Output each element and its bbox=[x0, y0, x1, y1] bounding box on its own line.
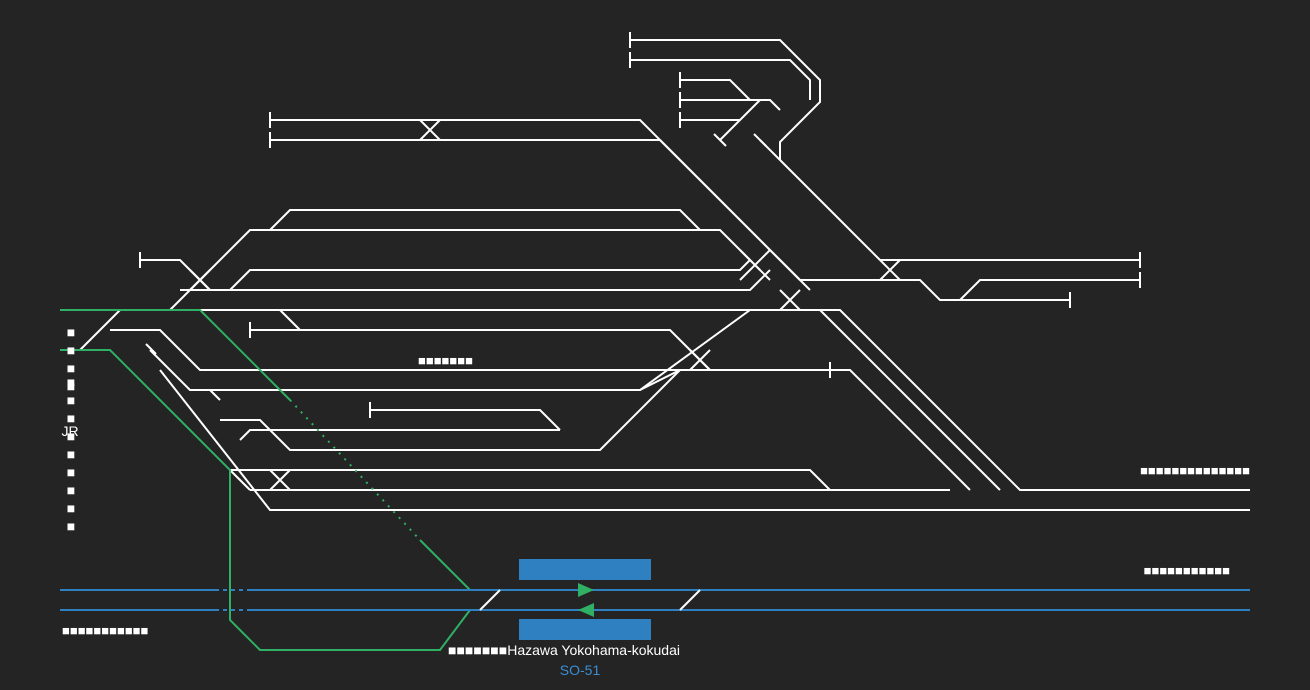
station-name-text: Hazawa Yokohama-kokudai bbox=[507, 642, 680, 658]
yard-track bbox=[110, 329, 971, 491]
yard-track bbox=[630, 39, 821, 160]
scissors-crossover bbox=[779, 289, 801, 311]
scissors-crossover bbox=[269, 469, 291, 491]
yard-track bbox=[959, 279, 1140, 301]
yard-track bbox=[209, 389, 221, 401]
arrow-left-icon bbox=[578, 603, 594, 617]
yard-track bbox=[250, 329, 711, 371]
station-name: ■■■■■■■Hazawa Yokohama-kokudai bbox=[448, 642, 680, 658]
yard-track bbox=[719, 99, 761, 141]
connection-track bbox=[60, 349, 670, 651]
yard-track bbox=[269, 209, 701, 231]
left-lower-label: ■■■■■■■■■■■ bbox=[62, 623, 149, 638]
yard-track bbox=[879, 259, 901, 281]
buffer-stop bbox=[629, 32, 767, 147]
yard-track bbox=[220, 369, 681, 451]
yard-track bbox=[370, 409, 561, 431]
yard-track bbox=[800, 279, 1070, 301]
jr-connection-group bbox=[60, 309, 670, 651]
yard-label: ■■■■■■■ bbox=[418, 353, 473, 368]
yard-track bbox=[680, 99, 781, 111]
yard-track bbox=[819, 309, 1001, 491]
station-prefix: ■■■■■■■ bbox=[448, 642, 507, 658]
scissors-crossover bbox=[689, 349, 711, 371]
yard-track bbox=[630, 59, 811, 100]
yard-track bbox=[149, 309, 751, 391]
yard-track bbox=[270, 119, 811, 291]
yard-track bbox=[140, 259, 211, 291]
right-upper-label: ■■■■■■■■■■■■■■ bbox=[1140, 463, 1250, 478]
yard-track bbox=[279, 309, 301, 331]
yard-track bbox=[180, 269, 771, 291]
yard-track bbox=[779, 159, 881, 261]
line-code: SO-51 bbox=[560, 662, 601, 678]
yard-track bbox=[639, 369, 830, 391]
jr-label: JR bbox=[61, 423, 78, 439]
connection-track bbox=[60, 309, 291, 401]
jr-column-top: ■■■■ bbox=[63, 324, 79, 396]
yard-track bbox=[229, 259, 751, 291]
jr-column-bottom: ■■■■■■■■■ bbox=[63, 374, 79, 536]
arrow-right-icon bbox=[578, 583, 594, 597]
right-lower-label: ■■■■■■■■■■■ bbox=[1144, 563, 1231, 578]
yard-track bbox=[229, 469, 251, 491]
scissors-crossover bbox=[419, 119, 441, 141]
yard-track bbox=[270, 139, 801, 281]
scissors-crossover bbox=[189, 269, 211, 291]
yard-track bbox=[79, 309, 1250, 491]
sotetsu-line-group bbox=[60, 589, 1250, 611]
yard-track bbox=[230, 469, 831, 491]
sotetsu-track bbox=[215, 589, 250, 611]
buffer-stop bbox=[249, 322, 831, 378]
crossover-track bbox=[479, 589, 701, 611]
buffer-stop bbox=[145, 343, 371, 418]
crossover-group bbox=[479, 589, 701, 611]
yard-track bbox=[680, 79, 751, 101]
platform-south bbox=[519, 619, 651, 640]
yard-track-group bbox=[79, 32, 1250, 511]
scissors-crossover bbox=[739, 249, 771, 281]
yard-track bbox=[159, 369, 1250, 511]
buffer-stop bbox=[1069, 252, 1141, 308]
platform-north bbox=[519, 559, 651, 580]
yard-track bbox=[239, 429, 560, 441]
